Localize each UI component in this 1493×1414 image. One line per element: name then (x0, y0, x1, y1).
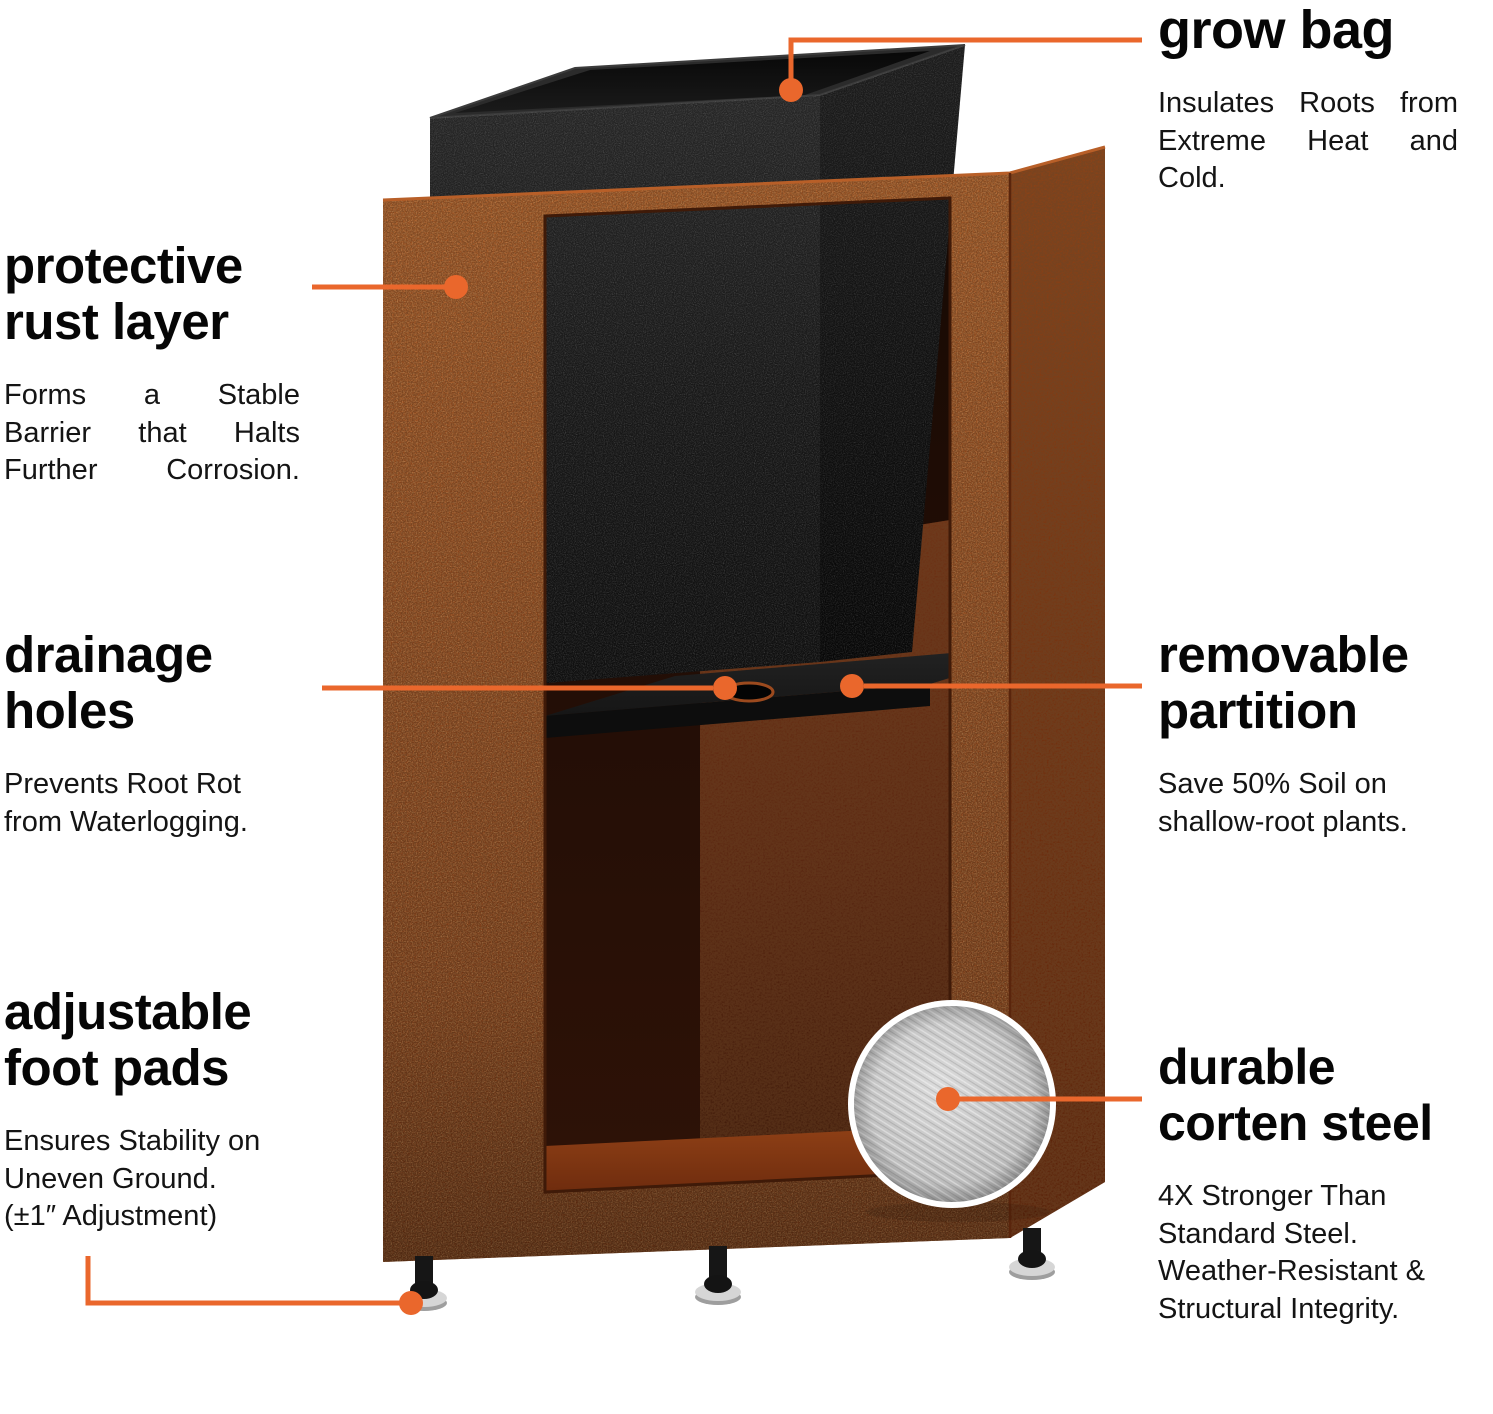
callout-grow-bag-body: Insulates Roots from Extreme Heat and Co… (1158, 87, 1458, 194)
callout-foot-pads-title: adjustable foot pads (4, 983, 252, 1096)
partition-top-face (545, 644, 950, 716)
corten-shell (382, 145, 1106, 1262)
callout-partition-title: removable partition (1158, 626, 1409, 739)
foot-ball-middle (704, 1275, 732, 1293)
grow-bag-opening (455, 51, 930, 113)
callout-foot-pads-body: Ensures Stability on Uneven Ground. (±1″… (4, 1125, 261, 1232)
partition-group (545, 644, 950, 738)
steel-circle-shadow (866, 1202, 1050, 1222)
callout-dot-rust-layer (444, 275, 468, 299)
foot-stem-middle (709, 1246, 727, 1284)
callout-corten-steel-title: durable corten steel (1158, 1039, 1433, 1151)
callout-partition-body: Save 50% Soil on shallow-root plants. (1158, 768, 1408, 838)
callout-dot-partition (840, 674, 864, 698)
shell-side-texture (1010, 147, 1105, 1238)
callout-grow-bag: grow bag Insulates Roots from Extreme He… (1158, 2, 1464, 198)
callout-dot-corten-steel (936, 1087, 960, 1111)
callout-drainage-holes: drainage holes Prevents Root Rot from Wa… (4, 627, 334, 841)
callout-corten-steel-body: 4X Stronger Than Standard Steel. Weather… (1158, 1180, 1426, 1325)
callout-dot-drainage (713, 676, 737, 700)
callout-line-foot-pads (85, 1256, 400, 1306)
callout-dot-foot-pads (399, 1291, 423, 1315)
callout-rust-layer-body: Forms a Stable Barrier that Halts Furthe… (4, 379, 300, 486)
callout-drainage-body: Prevents Root Rot from Waterlogging. (4, 768, 248, 838)
callout-line-grow-bag (788, 37, 1142, 90)
callout-rust-layer-title: protective rust layer (4, 237, 243, 350)
callout-dots (399, 78, 960, 1315)
foot-ball-right (1018, 1250, 1046, 1268)
foot-pads (401, 1228, 1055, 1311)
callout-durable-corten-steel: durable corten steel 4X Stronger Than St… (1158, 1039, 1493, 1328)
callout-lines (85, 37, 1142, 1306)
callout-dot-grow-bag (779, 78, 803, 102)
callout-removable-partition: removable partition Save 50% Soil on sha… (1158, 627, 1492, 841)
callout-grow-bag-title: grow bag (1158, 0, 1395, 60)
callout-adjustable-foot-pads: adjustable foot pads Ensures Stability o… (4, 984, 338, 1236)
partition-front-edge (545, 684, 930, 738)
callout-drainage-title: drainage holes (4, 626, 213, 739)
shell-front-vignette (383, 173, 1010, 1262)
callout-protective-rust-layer: protective rust layer Forms a Stable Bar… (4, 238, 334, 490)
